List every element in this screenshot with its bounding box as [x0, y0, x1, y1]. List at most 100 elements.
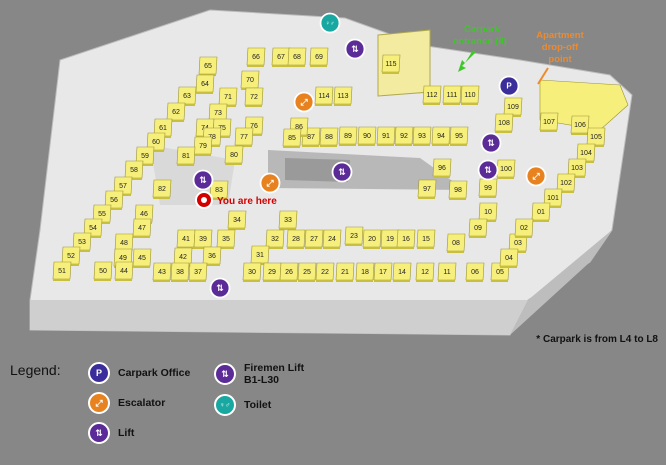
parking-slot-label: 17 [379, 269, 387, 276]
parking-slot-label: 96 [438, 165, 446, 172]
parking-slot-label: 45 [138, 255, 146, 262]
parking-slot-front [272, 65, 289, 67]
parking-slot-label: 47 [138, 225, 146, 232]
parking-slot-16: 16 [396, 229, 416, 249]
parking-slot-label: 12 [421, 269, 429, 276]
parking-slot-front [377, 144, 394, 146]
svg-text:⇅: ⇅ [199, 175, 207, 185]
parking-slot-label: 03 [514, 240, 522, 247]
parking-slot-label: 39 [199, 236, 207, 243]
parking-slot-label: 31 [256, 252, 264, 259]
parking-slot-77: 77 [234, 127, 254, 147]
building-front-edge [30, 300, 528, 335]
svg-text:⤢: ⤢ [531, 171, 539, 181]
parking-slot-front [432, 144, 449, 146]
parking-slot-front [363, 247, 380, 249]
parking-slot-label: 80 [230, 152, 238, 159]
parking-slot-front [540, 130, 557, 132]
parking-slot-80: 80 [224, 145, 244, 165]
parking-slot-label: 23 [350, 233, 358, 240]
parking-slot-label: 08 [452, 240, 460, 247]
parking-slot-43: 43 [152, 262, 172, 282]
parking-slot-02: 02 [514, 218, 534, 238]
parking-slot-label: 53 [78, 239, 86, 246]
parking-slot-label: 61 [159, 125, 167, 132]
parking-slot-front [497, 177, 514, 179]
parking-slot-label: 58 [130, 167, 138, 174]
parking-slot-label: 28 [292, 236, 300, 243]
parking-slot-10: 10 [478, 202, 498, 222]
parking-slot-100: 100 [496, 159, 516, 179]
parking-slot-113: 113 [333, 86, 353, 106]
parking-slot-label: 82 [158, 186, 166, 193]
svg-text:⤢: ⤢ [299, 97, 307, 107]
parking-slot-39: 39 [193, 229, 213, 249]
parking-slot-label: 46 [140, 211, 148, 218]
parking-slot-18: 18 [355, 262, 375, 282]
parking-slot-label: 05 [496, 269, 504, 276]
parking-slot-label: 105 [590, 134, 602, 141]
parking-slot-front [316, 280, 333, 282]
parking-slot-51: 51 [52, 261, 72, 281]
parking-slot-label: 22 [321, 269, 329, 276]
parking-slot-label: 59 [141, 153, 149, 160]
lift-icon: ⇅ [344, 38, 366, 60]
parking-slot-front [94, 279, 111, 281]
parking-slot-front [320, 145, 337, 147]
parking-slot-92: 92 [394, 126, 414, 146]
map-icons: ♀♂⇅⤢P⇅⇅⤢⇅⤢⇅⇅ [192, 12, 547, 299]
parking-slot-64: 64 [195, 74, 215, 94]
parking-slot-25: 25 [297, 262, 317, 282]
escalator-icon: ⤢ [88, 392, 110, 414]
parking-slot-front [196, 92, 213, 94]
parking-slot-label: 102 [560, 180, 572, 187]
svg-text:⇅: ⇅ [484, 165, 492, 175]
legend-item-firemen-lift: ⇅ Firemen Lift B1-L30 [214, 362, 304, 386]
parking-slot-front [500, 266, 517, 268]
parking-slot-front [194, 154, 211, 156]
parking-slot-front [334, 104, 351, 106]
parking-slot-label: 69 [315, 54, 323, 61]
parking-slot-front [287, 247, 304, 249]
svg-text:P: P [506, 82, 512, 91]
lift-icon: ⇅ [480, 132, 502, 154]
entrance-arrow-icon [458, 50, 476, 72]
parking-slot-69: 69 [309, 47, 329, 67]
parking-slot-front [356, 280, 373, 282]
parking-slot-114: 114 [314, 86, 334, 106]
parking-slot-label: 77 [240, 134, 248, 141]
parking-slot-label: 11 [443, 269, 450, 276]
svg-text:⇅: ⇅ [487, 138, 495, 148]
parking-slot-front [461, 103, 478, 105]
parking-slot-label: 01 [537, 209, 545, 216]
parking-slot-14: 14 [392, 262, 412, 282]
parking-slot-front [210, 198, 227, 200]
parking-slot-label: 104 [580, 150, 592, 157]
carpark-office-icon: P [88, 362, 110, 384]
parking-slot-72: 72 [244, 87, 264, 107]
parking-slot-34: 34 [227, 210, 247, 230]
parking-slot-23: 23 [344, 226, 364, 246]
parking-slot-71: 71 [218, 87, 238, 107]
parking-slot-label: 109 [507, 104, 519, 111]
parking-slot-front [171, 280, 188, 282]
toilet-icon: ♀♂ [214, 394, 236, 416]
parking-slot-label: 72 [250, 94, 258, 101]
legend-label: Carpark Office [118, 367, 191, 379]
parking-slot-29: 29 [262, 262, 282, 282]
parking-slot-90: 90 [357, 126, 377, 146]
parking-slot-108: 108 [494, 113, 514, 133]
building-right-edge [510, 230, 612, 335]
parking-slot-24: 24 [322, 229, 342, 249]
legend-item-toilet: ♀♂ Toilet [214, 394, 271, 416]
parking-slot-08: 08 [446, 233, 466, 253]
parking-slot-33: 33 [278, 210, 298, 230]
parking-slot-97: 97 [417, 179, 437, 199]
parking-slot-label: 42 [179, 254, 187, 261]
parking-slot-front [433, 176, 450, 178]
parking-slot-front [288, 65, 305, 67]
parking-slot-label: 63 [183, 93, 191, 100]
dropoff-label-line3: point [548, 54, 572, 65]
parking-slot-front [153, 280, 170, 282]
